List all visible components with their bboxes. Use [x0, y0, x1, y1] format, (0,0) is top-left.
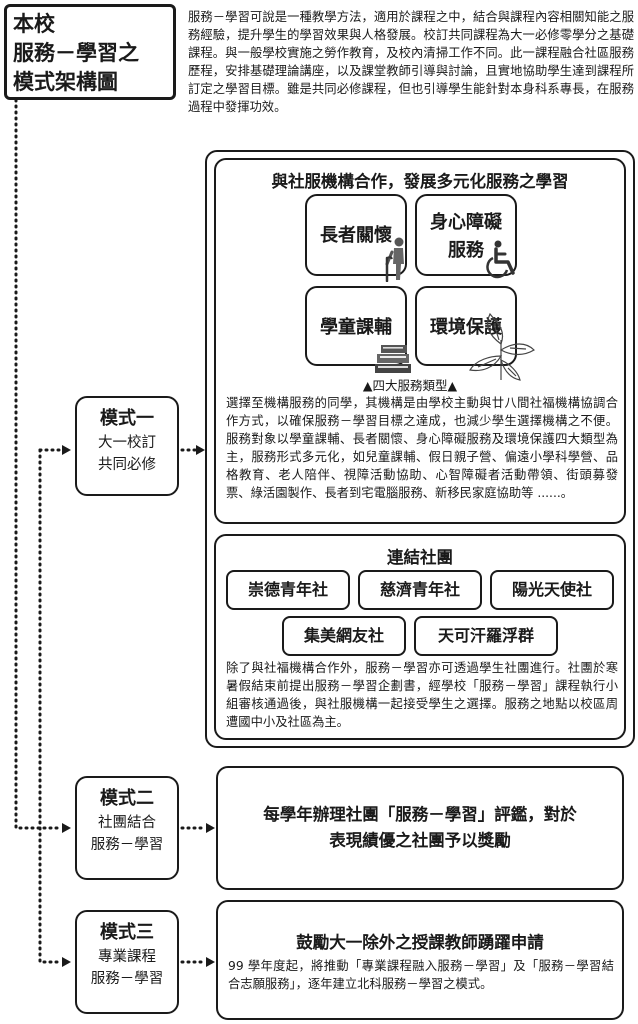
- wheelchair-icon: [486, 240, 515, 279]
- club-chongde: 崇德青年社: [226, 570, 350, 610]
- mode-three-line2: 服務－學習: [90, 971, 164, 987]
- club-sunshine-angel: 陽光天使社: [490, 570, 614, 610]
- mode-one-line1: 大一校訂: [98, 435, 156, 451]
- books-icon: [375, 345, 411, 373]
- agency-paragraph: 選擇至機構服務的同學，其機構是由學校主動與廿八間社福機構協調合作方式，以確保服務…: [226, 396, 618, 500]
- mode-one-box: 模式一 大一校訂 共同必修: [75, 396, 179, 496]
- mode-two-line1: 社團結合: [98, 815, 156, 831]
- title-line-3: 模式架構圖: [13, 70, 118, 94]
- club-jimei-netfriends: 集美網友社: [282, 616, 406, 656]
- mode-three-heading: 鼓勵大一除外之授課教師踴躍申請: [296, 933, 544, 952]
- mode-two-line2: 服務－學習: [90, 837, 164, 853]
- intro-paragraph: 服務－學習可說是一種教學方法，適用於課程之中，結合與課程內容相關知能之服務經驗，…: [188, 10, 634, 114]
- card-environment-label: 環境保護: [430, 317, 502, 338]
- title-line-1: 本校: [13, 12, 55, 36]
- leaves-icon: [469, 312, 535, 381]
- agency-heading: 與社服機構合作，發展多元化服務之學習: [271, 172, 569, 191]
- mode-two-box: 模式二 社團結合 服務－學習: [75, 776, 179, 880]
- mode-two-line2: 表現績優之社團予以獎勵: [329, 831, 511, 850]
- club-tiankehan-rover: 天可汗羅浮群: [414, 616, 558, 656]
- card-elderly-care: 長者關懷: [305, 194, 407, 276]
- clubs-paragraph: 除了與社福機構合作外，服務－學習亦可透過學生社團進行。社團於寒暑假結束前提出服務…: [226, 661, 618, 729]
- mode-three-paragraph: 99 學年度起，將推動「專業課程融入服務－學習」及「服務－學習結合志願服務」，逐…: [228, 959, 614, 991]
- mode-two-line1: 每學年辦理社團「服務－學習」評鑑，對於: [263, 805, 577, 824]
- card-disability-service: 身心障礙 服務: [415, 194, 517, 276]
- card-elderly-care-label: 長者關懷: [320, 225, 392, 246]
- page-title: 本校 服務－學習之 模式架構圖: [4, 4, 176, 100]
- mode-two-panel: 每學年辦理社團「服務－學習」評鑑，對於 表現績優之社團予以獎勵: [216, 766, 624, 890]
- card-disability-line1: 身心障礙: [430, 212, 502, 233]
- service-types-caption: ▲四大服務類型▲: [362, 378, 458, 393]
- club-tzuchi: 慈濟青年社: [358, 570, 482, 610]
- mode-three-line1: 專業課程: [98, 949, 156, 965]
- title-line-2: 服務－學習之: [13, 41, 139, 65]
- mode-two-title: 模式二: [100, 788, 154, 809]
- card-environment: 環境保護: [415, 286, 517, 366]
- mode-three-box: 模式三 專業課程 服務－學習: [75, 910, 179, 1014]
- card-tutoring-label: 學童課輔: [320, 317, 392, 338]
- mode-three-title: 模式三: [100, 922, 154, 943]
- mode-three-panel: 鼓勵大一除外之授課教師踴躍申請 99 學年度起，將推動「專業課程融入服務－學習」…: [216, 900, 624, 1020]
- elderly-cane-icon: [385, 237, 404, 282]
- mode-one-line2: 共同必修: [98, 457, 156, 473]
- card-disability-line2: 服務: [448, 240, 484, 261]
- mode-one-title: 模式一: [100, 408, 154, 429]
- clubs-heading: 連結社團: [387, 548, 453, 567]
